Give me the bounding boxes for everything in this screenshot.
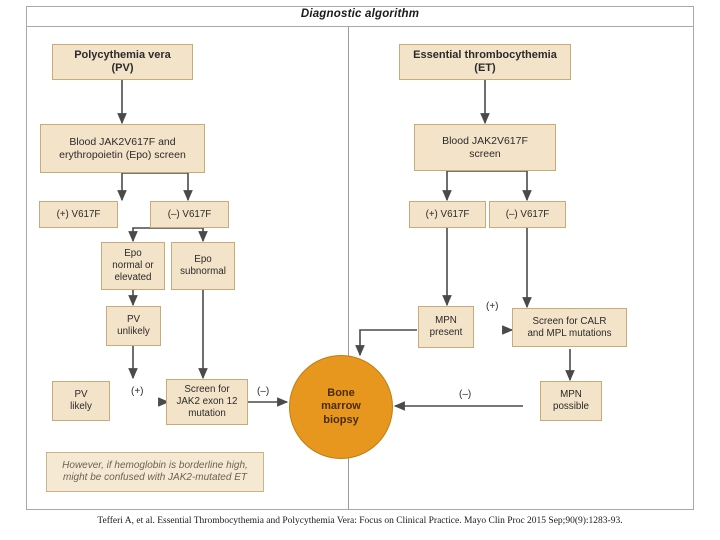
node-et-negative-v617f[interactable]: (–) V617F xyxy=(489,201,566,228)
node-et-screen[interactable]: Blood JAK2V617F screen xyxy=(414,124,556,171)
edge-label-left-minus: (–) xyxy=(257,386,270,397)
node-pv-unlikely[interactable]: PV unlikely xyxy=(106,306,161,346)
node-epo-normal-elevated[interactable]: Epo normal or elevated xyxy=(101,242,165,290)
node-pv-likely[interactable]: PV likely xyxy=(52,381,110,421)
node-et-positive-v617f[interactable]: (+) V617F xyxy=(409,201,486,228)
note-hemoglobin-borderline: However, if hemoglobin is borderline hig… xyxy=(46,452,264,492)
node-mpn-present[interactable]: MPN present xyxy=(418,306,474,348)
node-pv-screen[interactable]: Blood JAK2V617F and erythropoietin (Epo)… xyxy=(40,124,205,173)
node-epo-subnormal[interactable]: Epo subnormal xyxy=(171,242,235,290)
edge-label-right-minus: (–) xyxy=(459,389,472,400)
node-bone-marrow-biopsy[interactable]: Bone marrow biopsy xyxy=(289,355,393,459)
node-mpn-possible[interactable]: MPN possible xyxy=(540,381,602,421)
vertical-divider xyxy=(348,27,349,510)
figure-caption: Tefferi A, et al. Essential Thrombocythe… xyxy=(97,516,623,526)
figure-title: Diagnostic algorithm xyxy=(300,8,420,20)
edge-label-right-plus: (+) xyxy=(486,301,499,312)
node-pv-negative-v617f[interactable]: (–) V617F xyxy=(150,201,229,228)
node-pv-positive-v617f[interactable]: (+) V617F xyxy=(39,201,118,228)
node-calr-mpl-screen[interactable]: Screen for CALR and MPL mutations xyxy=(512,308,627,347)
edge-label-left-plus: (+) xyxy=(131,386,144,397)
title-divider xyxy=(27,26,693,27)
node-et-root[interactable]: Essential thrombocythemia (ET) xyxy=(399,44,571,80)
node-pv-root[interactable]: Polycythemia vera (PV) xyxy=(52,44,193,80)
node-jak2-exon12-screen[interactable]: Screen for JAK2 exon 12 mutation xyxy=(166,379,248,425)
